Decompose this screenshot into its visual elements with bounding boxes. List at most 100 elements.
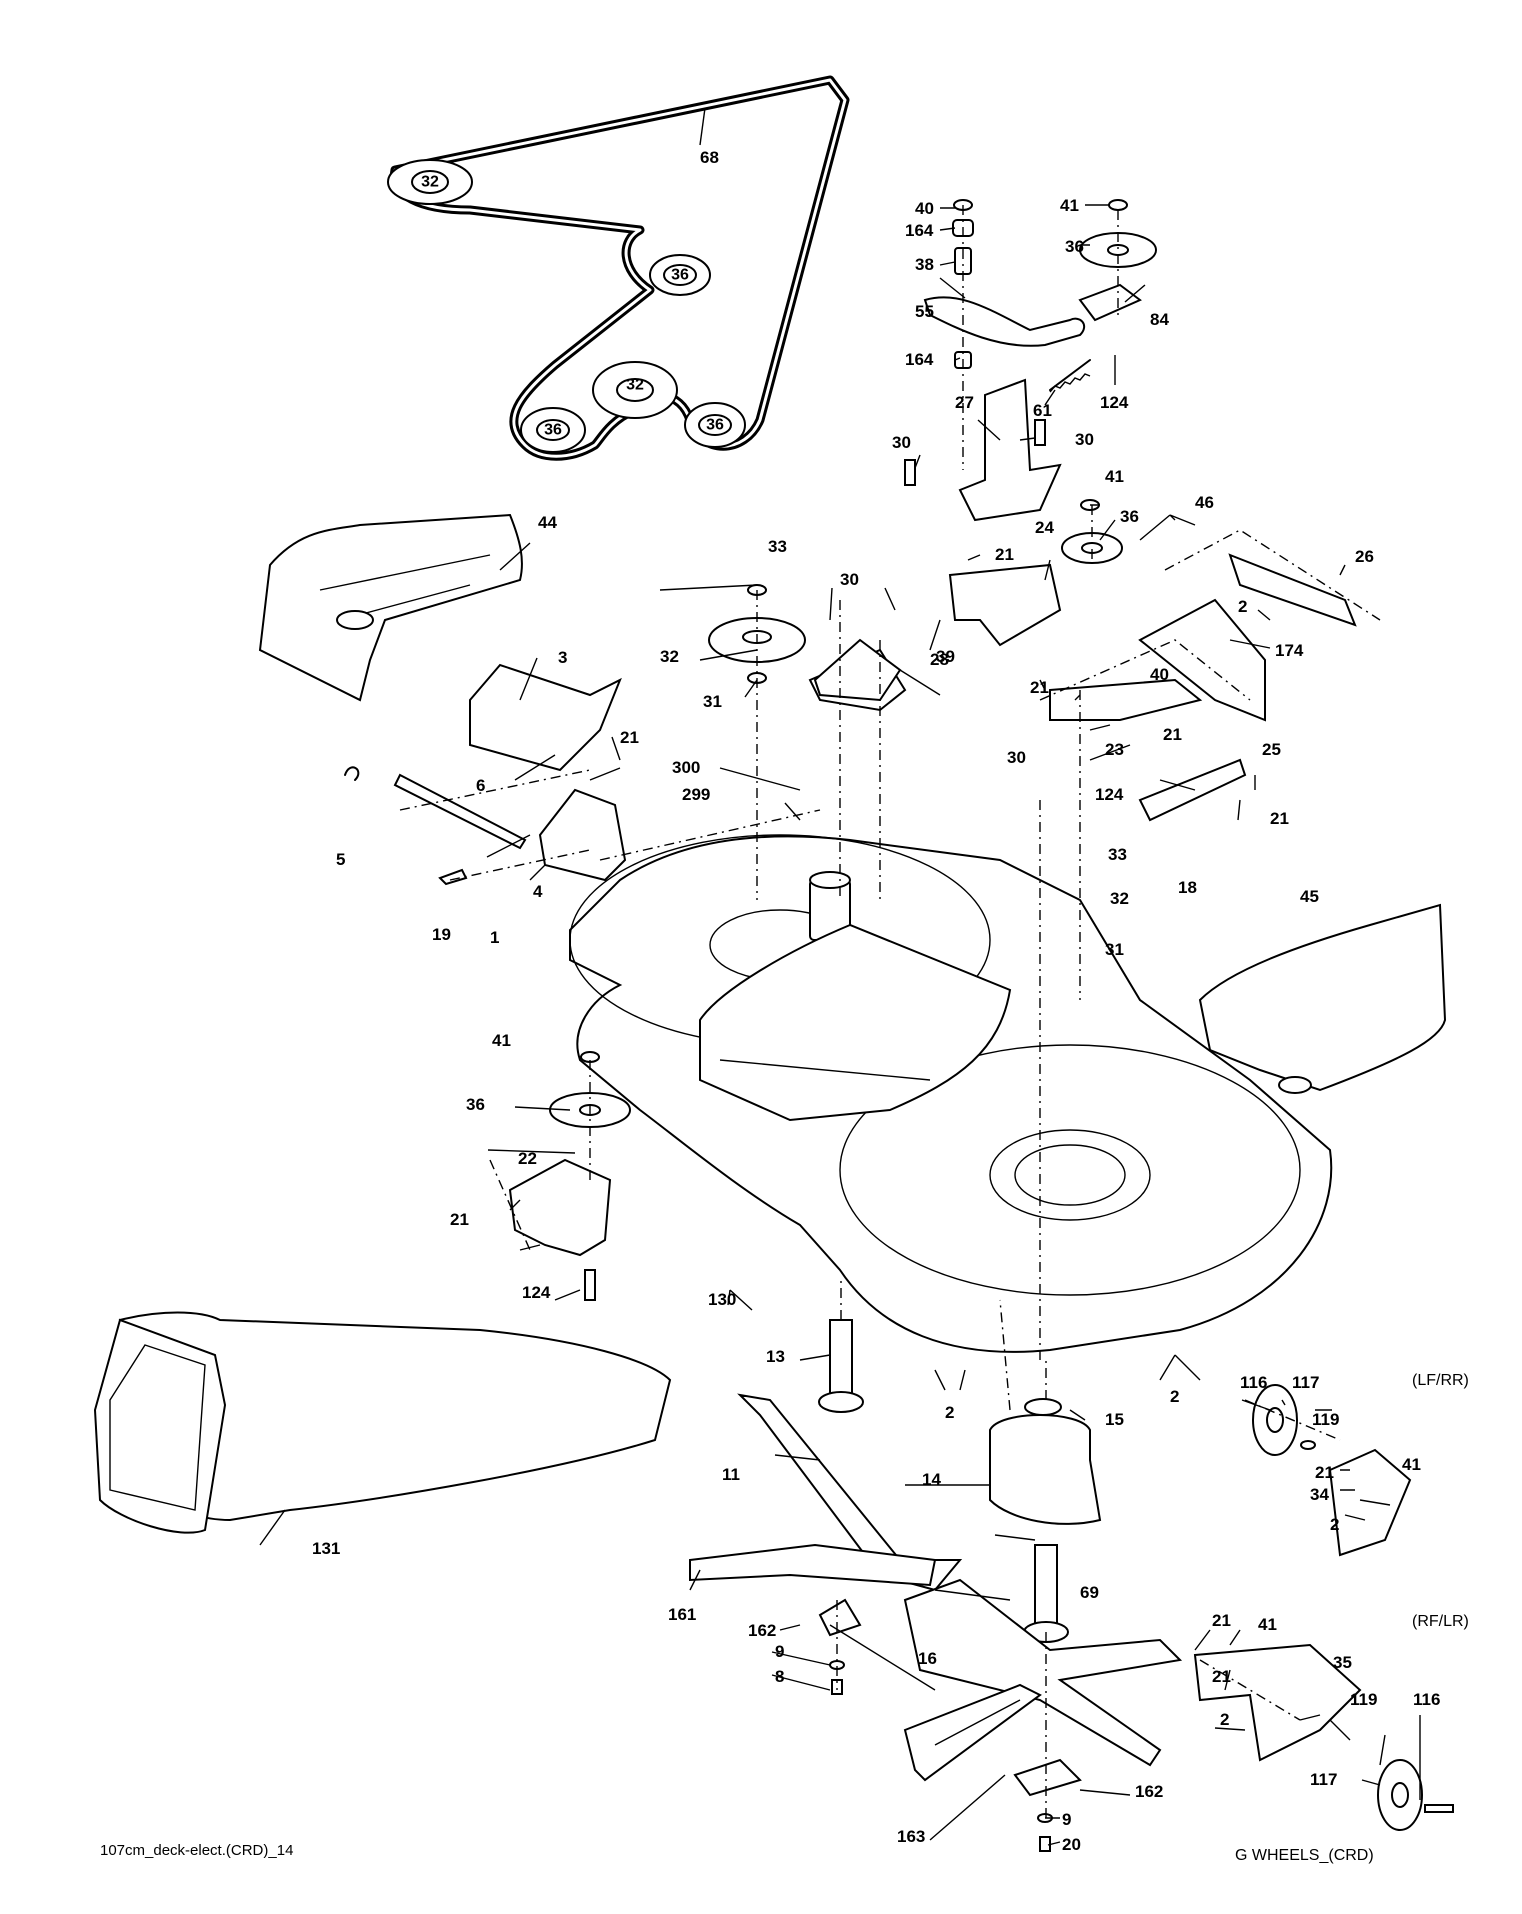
callout-55: 55: [915, 302, 934, 321]
callout-21: 21: [1163, 725, 1182, 744]
callout-164: 164: [905, 350, 934, 369]
callout-124: 124: [522, 1283, 551, 1302]
blade-assembly: [689, 1319, 1183, 1852]
callout-32: 32: [660, 647, 679, 666]
callout-13: 13: [766, 1347, 785, 1366]
callout-130: 130: [708, 1290, 736, 1309]
callout-40: 40: [915, 199, 934, 218]
callout-32: 32: [1110, 889, 1129, 908]
callout-119: 119: [1312, 1410, 1339, 1429]
callout-21: 21: [1315, 1463, 1334, 1482]
bracket-3: [469, 663, 622, 772]
callout-21: 21: [1270, 809, 1289, 828]
callout-162: 162: [748, 1621, 776, 1640]
pulley-label: 32: [421, 174, 439, 191]
callout-117: 117: [1310, 1770, 1337, 1789]
variant-label-rf-lr: (RF/LR): [1412, 1613, 1469, 1630]
pulley-label: 36: [706, 417, 724, 434]
assembly-lines: [399, 205, 1381, 1820]
discharge-chute-131: [93, 1311, 672, 1534]
callout-6: 6: [476, 776, 485, 795]
callout-30: 30: [892, 433, 911, 452]
callout-33: 33: [768, 537, 787, 556]
callout-19: 19: [432, 925, 451, 944]
gauge-wheels: [1193, 1384, 1454, 1831]
callout-2: 2: [1220, 1710, 1229, 1729]
callout-41: 41: [1060, 196, 1079, 215]
callout-21: 21: [995, 545, 1014, 564]
idler-arm-assembly: [808, 199, 1357, 822]
callout-161: 161: [668, 1605, 696, 1624]
callout-4: 4: [533, 882, 543, 901]
callout-300: 300: [672, 758, 700, 777]
callout-41: 41: [492, 1031, 511, 1050]
footer-right-code: G WHEELS_(CRD): [1235, 1847, 1374, 1864]
callout-45: 45: [1300, 887, 1319, 906]
callout-21: 21: [1212, 1667, 1231, 1686]
callout-24: 24: [1035, 518, 1054, 537]
callout-8: 8: [775, 1667, 784, 1686]
callout-33: 33: [1108, 845, 1127, 864]
callout-5: 5: [336, 850, 345, 869]
callout-124: 124: [1100, 393, 1129, 412]
callout-131: 131: [312, 1539, 340, 1558]
callout-15: 15: [1105, 1410, 1124, 1429]
callout-26: 26: [1355, 547, 1374, 566]
callout-2: 2: [1330, 1515, 1339, 1534]
callout-84: 84: [1150, 310, 1169, 329]
callout-41: 41: [1402, 1455, 1421, 1474]
callout-46: 46: [1195, 493, 1214, 512]
rod-6: [393, 773, 527, 850]
callout-61: 61: [1033, 401, 1052, 420]
callout-9: 9: [775, 1642, 784, 1661]
callout-1: 1: [490, 928, 499, 947]
callout-11: 11: [722, 1465, 740, 1484]
callout-68: 68: [700, 148, 719, 167]
bracket-22: [508, 1158, 612, 1257]
pulley-label: 36: [544, 422, 562, 439]
callout-44: 44: [538, 513, 557, 532]
callout-162: 162: [1135, 1782, 1163, 1801]
callout-2: 2: [1170, 1387, 1179, 1406]
callout-2: 2: [1238, 597, 1247, 616]
callout-116: 116: [1413, 1690, 1440, 1709]
callout-31: 31: [703, 692, 722, 711]
callout-16: 16: [918, 1649, 937, 1668]
callout-30: 30: [840, 570, 859, 589]
bracket-28: [813, 638, 902, 702]
callout-163: 163: [897, 1827, 925, 1846]
bracket-4: [538, 788, 627, 882]
callout-23: 23: [1105, 740, 1124, 759]
callout-117: 117: [1292, 1373, 1319, 1392]
callout-41: 41: [1105, 467, 1124, 486]
callout-124: 124: [1095, 785, 1124, 804]
callout-20: 20: [1062, 1835, 1081, 1854]
callout-299: 299: [682, 785, 710, 804]
callout-34: 34: [1310, 1485, 1329, 1504]
callout-116: 116: [1240, 1373, 1267, 1392]
callout-39: 39: [936, 647, 955, 666]
mower-deck: [569, 834, 1333, 1353]
pulley-label: 36: [671, 267, 689, 284]
callout-28: 28: [930, 650, 949, 669]
leader-lines: [259, 107, 1421, 1846]
callout-36: 36: [466, 1095, 485, 1114]
callout-25: 25: [1262, 740, 1281, 759]
callout-119: 119: [1350, 1690, 1377, 1709]
footer-left-code: 107cm_deck-elect.(CRD)_14: [100, 1842, 293, 1859]
variant-label-lf-rr: (LF/RR): [1412, 1372, 1469, 1389]
belt-guard-45: [1198, 903, 1447, 1092]
callout-21: 21: [450, 1210, 469, 1229]
belt-routing-diagram: 32 36 32 36 36: [387, 75, 850, 461]
callout-41: 41: [1258, 1615, 1277, 1634]
callout-22: 22: [518, 1149, 537, 1168]
callout-164: 164: [905, 221, 934, 240]
callout-35: 35: [1333, 1653, 1352, 1672]
callout-36: 36: [1065, 237, 1084, 256]
callout-38: 38: [915, 255, 934, 274]
pulley-label: 32: [626, 377, 644, 394]
belt-guard-44: [258, 513, 523, 702]
callout-31: 31: [1105, 940, 1124, 959]
callout-21: 21: [1212, 1611, 1231, 1630]
callout-2: 2: [945, 1403, 954, 1422]
